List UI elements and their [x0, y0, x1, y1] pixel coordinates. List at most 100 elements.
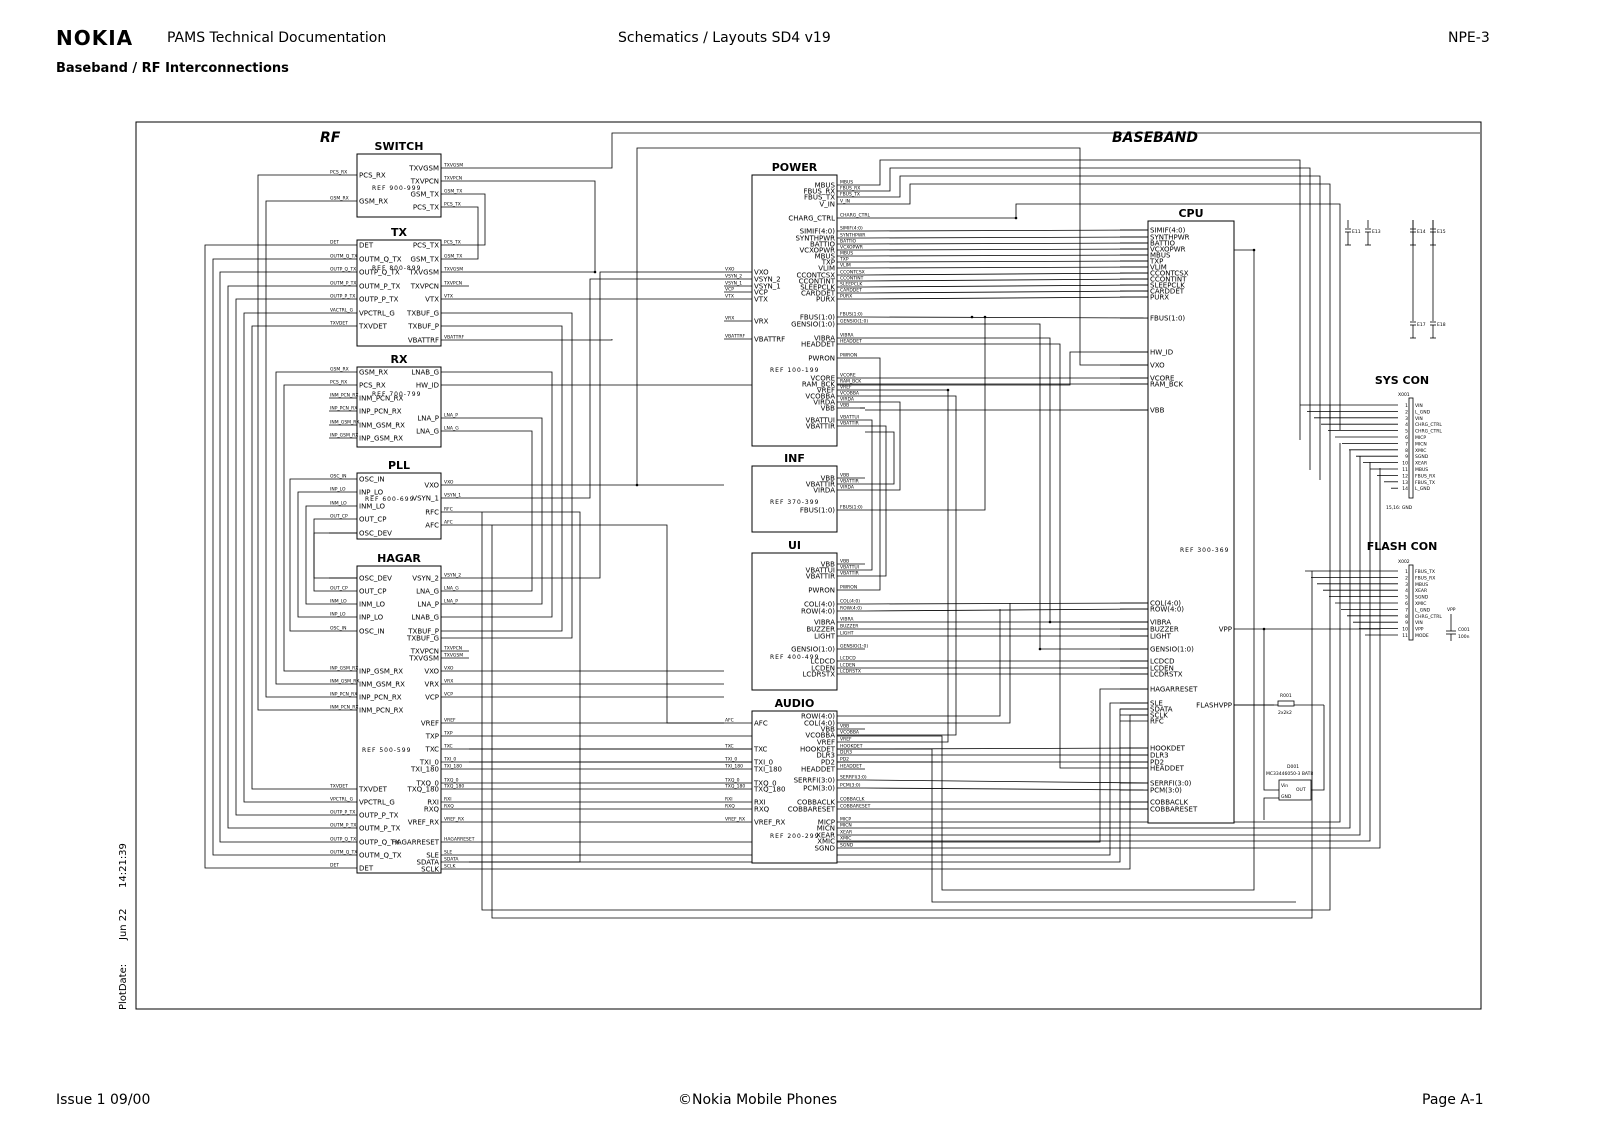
- power-pin-right: SYNTHPWR: [795, 235, 835, 243]
- pll-net-left: INM_LO: [330, 501, 347, 507]
- audio-net-right: VCOBBA: [840, 730, 860, 736]
- syscon-pin-number: 7: [1405, 441, 1408, 447]
- hagar-pin-right: VREF: [421, 720, 439, 728]
- cpu-pin-left: SYNTHPWR: [1150, 234, 1190, 242]
- inf-pin-right: FBUS(1:0): [800, 507, 835, 515]
- hagar-pin-right: TXC: [425, 746, 440, 754]
- power-net-right: BATTIO: [840, 239, 857, 245]
- ui-title: UI: [788, 539, 801, 552]
- switch-net-left: GSM_RX: [330, 196, 349, 202]
- flashcon-signal: FBUS_TX: [1415, 569, 1435, 575]
- cpu-pin-left: HAGARRESET: [1150, 686, 1198, 694]
- pll-net-left: OUT_CP: [330, 514, 348, 520]
- power-net-left: VRX: [725, 316, 734, 322]
- power-net-right: SLEEPCLK: [840, 282, 863, 288]
- power-net-right: VBATTIR: [840, 421, 859, 427]
- wire: [864, 296, 1149, 300]
- flashcon-signal: XEAR: [1415, 588, 1427, 594]
- wire: [469, 430, 533, 592]
- junction-dot: [593, 270, 597, 274]
- hagar-pin-left: OSC_IN: [359, 628, 385, 636]
- wire: [864, 266, 1149, 269]
- flashcon-signal: VPP: [1415, 627, 1424, 633]
- wire: [469, 524, 724, 724]
- wire: [469, 271, 724, 579]
- hagar-net-right: VREF_RX: [444, 817, 464, 823]
- wire: [297, 491, 329, 618]
- ui-pin-right: COL(4:0): [804, 601, 835, 609]
- wire: [865, 343, 1148, 769]
- hagar-pin-right: TXVGSM: [408, 655, 439, 663]
- ui-net-right: GENSIO(1:0): [840, 644, 868, 650]
- ui-pin-right: ROW(4:0): [801, 608, 835, 616]
- flashcon-pin-number: 4: [1405, 588, 1408, 594]
- power-pin-right: VIBRA: [814, 335, 835, 343]
- switch-pin-right: PCS_TX: [413, 204, 439, 212]
- syscon-signal: FBUS_RX: [1415, 473, 1435, 479]
- wire: [865, 609, 1001, 717]
- plot-time-value: 14:21:39: [118, 843, 129, 888]
- pll-net-right: VXO: [444, 480, 454, 486]
- power-pin-right: VBATTUI: [806, 417, 835, 425]
- flashcon-pin-number: 10: [1402, 627, 1408, 633]
- syscon-signal: XEAR: [1415, 461, 1427, 467]
- rx-net-left: INM_GSM_RX: [330, 420, 360, 426]
- hagar-pin-right: TXVPCN: [410, 648, 439, 656]
- audio-net-left: TXI_0: [724, 757, 737, 763]
- wire: [864, 787, 1149, 791]
- regulator-d001: [1278, 779, 1312, 801]
- power-pin-right: SIMIF(4:0): [800, 228, 836, 236]
- cpu-pin-left: CCONTINT: [1150, 276, 1187, 284]
- rx-net-left: INM_PCN_RX: [330, 393, 359, 399]
- syscon-pin-number: 1: [1405, 403, 1408, 409]
- power-pin-right: VCOBBA: [805, 393, 835, 401]
- wire: [864, 254, 1149, 257]
- power-pin-right: FBUS_TX: [804, 194, 835, 202]
- emc-cap-label: E17: [1417, 322, 1426, 328]
- hagar-net-left: OUT_CP: [330, 586, 348, 592]
- flashcon-title: FLASH CON: [1367, 540, 1438, 553]
- d001-gnd: GND: [1281, 794, 1292, 800]
- power-net-right: PWRON: [840, 353, 857, 359]
- cpu-title: CPU: [1178, 207, 1203, 220]
- syscon-signal: VIN: [1415, 416, 1423, 422]
- audio-net-left: RXQ: [725, 804, 735, 810]
- hagar-pin-right: VCP: [425, 694, 439, 702]
- flashcon-signal: SGND: [1415, 595, 1429, 601]
- wire: [313, 518, 329, 592]
- tx-pin-right: TXVPCN: [410, 283, 439, 291]
- audio-pin-left: TXQ_180: [753, 786, 785, 794]
- hagar-net-left: VPCTRL_G: [330, 797, 354, 803]
- cpu-pin-left: LIGHT: [1150, 633, 1172, 641]
- wire: [865, 175, 1321, 480]
- inf-pin-right: VBB: [821, 475, 836, 483]
- pll-pin-left: INP_LO: [359, 489, 384, 497]
- power-pin-left: VCP: [754, 289, 768, 297]
- power-title: POWER: [772, 161, 818, 174]
- audio-pin-left: RXI: [754, 799, 766, 807]
- hagar-net-left: INM_PCN_RX: [330, 705, 359, 711]
- junction-dot: [1014, 216, 1018, 220]
- wire: [865, 337, 1148, 623]
- cpu-pin-left: PURX: [1150, 294, 1169, 302]
- tx-pin-right: TXVGSM: [408, 269, 439, 277]
- hagar-pin-right: RXI: [427, 799, 439, 807]
- syscon-pin-number: 9: [1405, 454, 1408, 460]
- tx-pin-right: VTX: [425, 296, 439, 304]
- hagar-pin-right: VXO: [424, 668, 439, 676]
- hagar-net-right: LNA_G: [444, 586, 459, 592]
- flashcon-pin-number: 2: [1405, 575, 1408, 581]
- hagar-net-right: LNA_P: [444, 599, 458, 605]
- power-net-right: GENSIO(1:0): [840, 319, 868, 325]
- hagar-pin-right: LNA_P: [417, 601, 439, 609]
- hagar-net-left: INP_GSM_RX: [330, 666, 358, 672]
- wire: [235, 298, 329, 816]
- ui-net-right: PWRON: [840, 585, 857, 591]
- ui-net-right: LCDCD: [840, 656, 856, 662]
- syscon-signal: CHRG_CTRL: [1415, 429, 1442, 435]
- audio-pin-right: PCM(3:0): [803, 785, 835, 793]
- inf-net-right: FBUS(1:0): [840, 505, 863, 511]
- audio-pin-left: TXI_180: [753, 766, 782, 774]
